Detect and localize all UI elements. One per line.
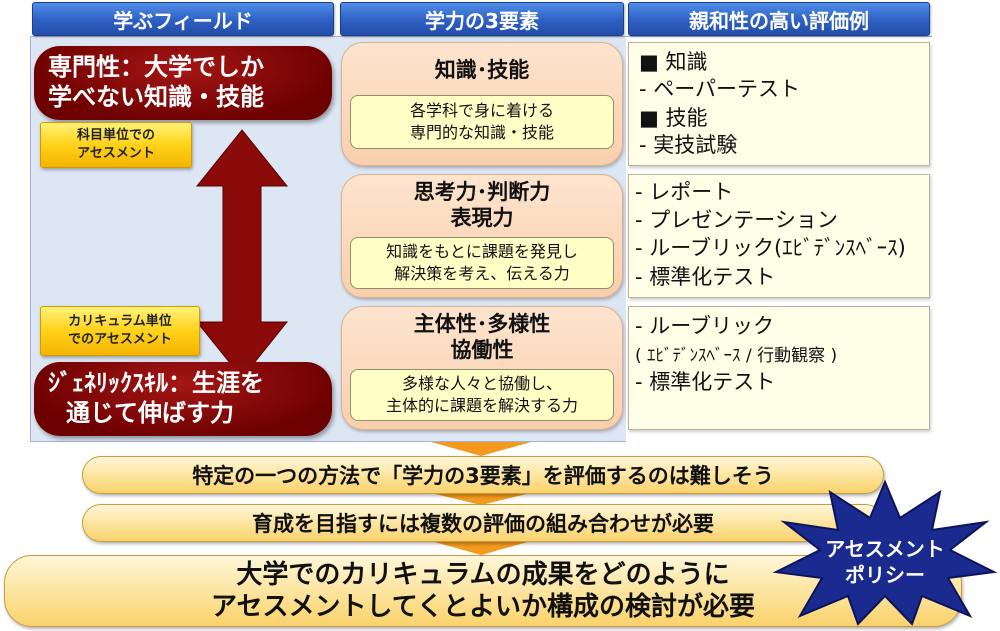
element-thinking-desc: 知識をもとに課題を発見し 解決策を考え、伝える力 (350, 237, 614, 289)
double-arrow-icon (195, 129, 289, 379)
starburst-badge-icon (772, 479, 998, 626)
element-knowledge-desc-line2: 専門的な知識・技能 (409, 123, 554, 142)
element-proactivity-desc-line1: 多様な人々と協働し、 (401, 374, 562, 393)
curriculum-tag-line1: カリキュラム単位 (68, 314, 172, 329)
generic-line2: 通じて伸ばす力 (66, 399, 234, 427)
header-field: 学ぶフィールド (32, 2, 334, 36)
element-proactivity-desc: 多様な人々と協働し、 主体的に課題を解決する力 (350, 369, 614, 421)
conclusion-line3b: アセスメントしてくとよいか構成の検討が必要 (211, 592, 755, 622)
element-knowledge: 知識･技能 各学科で身に着ける 専門的な知識・技能 (341, 42, 623, 166)
header-three-elements: 学力の3要素 (340, 2, 624, 36)
generic-line1: ｼﾞｪﾈﾘｯｸｽｷﾙ：生涯を (48, 369, 264, 397)
subject-tag-line1: 科目単位での (76, 128, 155, 143)
element-thinking: 思考力･判断力 表現力 知識をもとに課題を発見し 解決策を考え、伝える力 (341, 174, 623, 298)
example-line: - ペーパーテスト (639, 77, 801, 101)
header-examples: 親和性の高い評価例 (628, 2, 930, 36)
element-thinking-desc-line2: 解決策を考え、伝える力 (394, 264, 570, 283)
example-line: - レポート (635, 180, 734, 204)
element-proactivity: 主体性･多様性 協働性 多様な人々と協働し、 主体的に課題を解決する力 (341, 306, 623, 430)
subject-tag-line2: アセスメント (77, 146, 155, 161)
example-line: ( ｴﾋﾞﾃﾞﾝｽﾍﾞｰｽ / 行動観察 ) (635, 346, 838, 366)
chevron-down-icon (431, 442, 531, 456)
examples-box-knowledge: ■ 知識 - ペーパーテスト ■ 技能 - 実技試験 (628, 42, 930, 166)
subject-assessment-tag: 科目単位での アセスメント (40, 122, 192, 168)
chevron-down-icon (431, 493, 531, 505)
example-line: ■ 技能 (639, 106, 708, 130)
examples-box-thinking: - レポート - プレゼンテーション - ルーブリック(ｴﾋﾞﾃﾞﾝｽﾍﾞｰｽ)… (628, 174, 930, 298)
curriculum-tag-line2: でのアセスメント (68, 332, 172, 347)
specialty-line1: 専門性：大学でしか (48, 53, 264, 81)
example-line: - ルーブリック(ｴﾋﾞﾃﾞﾝｽﾍﾞｰｽ) (635, 236, 906, 260)
examples-box-proactivity: - ルーブリック ( ｴﾋﾞﾃﾞﾝｽﾍﾞｰｽ / 行動観察 ) - 標準化テスト (628, 306, 930, 430)
example-line: - 標準化テスト (635, 370, 776, 394)
chevron-down-icon (431, 541, 531, 555)
specialty-pill: 専門性：大学でしか 学べない知識・技能 (34, 46, 332, 120)
example-line: ■ 知識 (639, 50, 708, 74)
generic-skill-pill: ｼﾞｪﾈﾘｯｸｽｷﾙ：生涯を 通じて伸ばす力 (34, 362, 332, 436)
example-line: - プレゼンテーション (635, 208, 838, 232)
badge-line2: ポリシー (845, 563, 925, 587)
specialty-line2: 学べない知識・技能 (48, 83, 264, 111)
badge-line1: アセスメント (825, 537, 945, 561)
conclusion-line3a: 大学でのカリキュラムの成果をどのように (236, 560, 730, 590)
element-knowledge-desc: 各学科で身に着ける 専門的な知識・技能 (350, 95, 614, 149)
element-knowledge-desc-line1: 各学科で身に着ける (409, 101, 554, 120)
element-knowledge-title: 知識･技能 (434, 58, 530, 82)
example-line: - ルーブリック (635, 314, 774, 338)
element-thinking-title-line2: 表現力 (450, 206, 514, 230)
element-proactivity-desc-line2: 主体的に課題を解決する力 (385, 396, 578, 415)
badge-label: アセスメント ポリシー (790, 536, 980, 588)
conclusion-bar-2: 育成を目指すには複数の評価の組み合わせが必要 (82, 504, 884, 542)
example-line: - 標準化テスト (635, 265, 776, 289)
curriculum-assessment-tag: カリキュラム単位 でのアセスメント (40, 306, 200, 356)
example-line: - 実技試験 (639, 133, 738, 157)
element-proactivity-title-line1: 主体性･多様性 (413, 312, 551, 336)
element-thinking-title-line1: 思考力･判断力 (413, 180, 551, 204)
conclusion-bar-1: 特定の一つの方法で「学力の3要素」を評価するのは難しそう (82, 456, 884, 494)
element-proactivity-title-line2: 協働性 (450, 338, 514, 362)
element-thinking-desc-line1: 知識をもとに課題を発見し (386, 242, 578, 261)
